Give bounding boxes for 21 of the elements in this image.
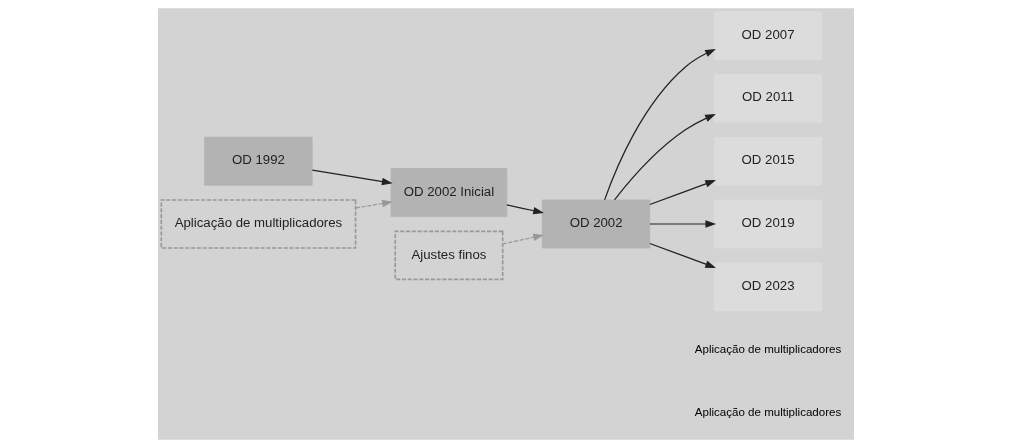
arrow	[502, 233, 544, 245]
node-box: OD 2015	[713, 136, 823, 186]
node-box: OD 2019	[713, 199, 823, 249]
arrow	[649, 220, 717, 228]
label: Aplicação de multiplicadores	[694, 342, 842, 355]
node-box: OD 2002	[541, 199, 651, 249]
node-box: Aplicação de multiplicadores	[160, 199, 357, 249]
arrow	[613, 113, 716, 201]
node-box: OD 2007	[713, 11, 823, 60]
arrow	[355, 199, 393, 209]
node-box: OD 2023	[713, 262, 823, 312]
arrow	[649, 242, 717, 268]
arrow	[604, 48, 716, 201]
node-box: OD 1992	[204, 136, 313, 186]
arrow	[506, 204, 544, 215]
arrow	[649, 180, 717, 206]
arrow	[311, 169, 393, 186]
node-box: Ajustes finos	[394, 230, 504, 281]
node-box: OD 2011	[713, 73, 823, 123]
node-box: OD 2002 Inicial	[390, 168, 508, 217]
label: Aplicação de multiplicadores	[694, 405, 842, 418]
